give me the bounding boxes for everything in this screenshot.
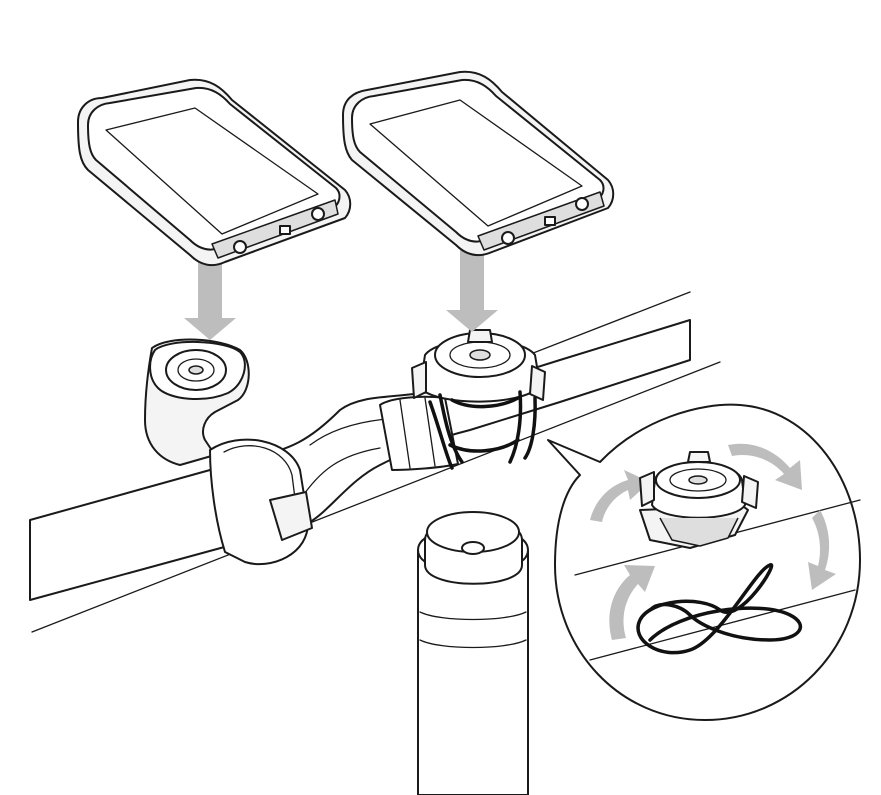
band-mount-icon [411,329,546,470]
stem-icon [417,511,529,795]
down-arrow-right-icon [446,250,498,332]
out-front-mount-icon [144,338,313,566]
magnified-callout-icon [547,403,861,721]
bike-computer-right-icon [342,70,615,257]
down-arrow-left-icon [184,258,236,340]
bike-computer-left-icon [77,78,352,267]
